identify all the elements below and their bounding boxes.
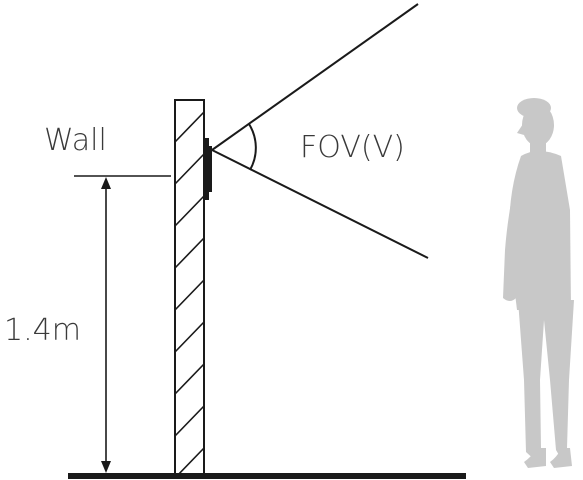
wall xyxy=(174,99,205,476)
camera-device xyxy=(205,138,212,200)
fov-angle-arc xyxy=(248,123,257,171)
height-dimension xyxy=(74,175,171,466)
wall-label: Wall xyxy=(44,123,107,158)
dimension-arrow-top xyxy=(101,177,111,189)
fov-upper-ray xyxy=(211,3,419,151)
dimension-arrow-bottom xyxy=(101,461,111,473)
fov-label: FOV(V) xyxy=(300,130,405,165)
height-label: 1.4m xyxy=(4,313,81,348)
fov-lower-ray xyxy=(211,149,429,259)
fov-rays xyxy=(211,3,429,259)
person-silhouette xyxy=(503,98,574,468)
wall-outline xyxy=(174,99,205,476)
wall-hatching xyxy=(175,111,204,475)
ground-line xyxy=(68,473,466,479)
